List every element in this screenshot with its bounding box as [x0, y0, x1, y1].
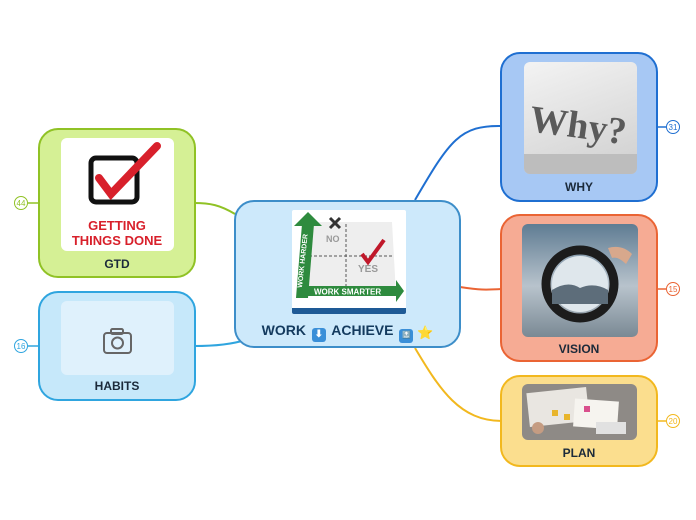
- gtd-image-text-1: GETTING: [88, 218, 146, 233]
- topic-vision-label: VISION: [502, 342, 656, 356]
- topic-why[interactable]: Why? WHY: [500, 52, 658, 202]
- link-gtd: [194, 203, 235, 214]
- star-emoji-icon: ⭐: [417, 326, 431, 340]
- plan-count-badge[interactable]: 20: [666, 414, 680, 428]
- habits-count-badge[interactable]: 16: [14, 339, 28, 353]
- why-image: Why?: [524, 62, 637, 174]
- topic-plan-label: PLAN: [502, 446, 656, 460]
- work-smarter-text: WORK SMARTER: [314, 288, 381, 297]
- top-emoji-icon: 🔝: [399, 329, 413, 343]
- link-why: [415, 126, 502, 200]
- no-text: NO: [326, 234, 340, 244]
- topic-why-label: WHY: [502, 180, 656, 194]
- central-topic-title: WORK ⬇ ACHIEVE 🔝 ⭐: [236, 322, 459, 343]
- gtd-count-badge[interactable]: 44: [14, 196, 28, 210]
- topic-plan[interactable]: PLAN: [500, 375, 658, 467]
- vision-image: [522, 224, 638, 337]
- camera-icon: [61, 301, 174, 375]
- topic-vision[interactable]: VISION: [500, 214, 658, 362]
- why-image-text: Why?: [527, 98, 629, 153]
- habits-image-placeholder[interactable]: [61, 301, 174, 375]
- topic-gtd[interactable]: GETTING THINGS DONE GTD: [38, 128, 196, 278]
- gtd-image: GETTING THINGS DONE: [61, 138, 174, 251]
- link-plan: [415, 348, 502, 421]
- gtd-image-text-2: THINGS DONE: [72, 233, 163, 248]
- down-arrow-emoji-icon: ⬇: [312, 328, 326, 342]
- yes-text: YES: [358, 264, 378, 275]
- vision-count-badge[interactable]: 15: [666, 282, 680, 296]
- topic-gtd-label: GTD: [40, 257, 194, 271]
- title-achieve: ACHIEVE: [331, 322, 393, 338]
- central-topic-node[interactable]: WORK HARDER WORK SMARTER NO YES WORK ⬇ A…: [234, 200, 461, 348]
- title-work: WORK: [262, 322, 306, 338]
- plan-image: [522, 384, 637, 440]
- topic-habits-label: HABITS: [40, 379, 194, 393]
- topic-habits[interactable]: HABITS: [38, 291, 196, 401]
- why-count-badge[interactable]: 31: [666, 120, 680, 134]
- link-vision: [460, 287, 502, 290]
- work-smarter-image: WORK HARDER WORK SMARTER NO YES: [292, 210, 406, 314]
